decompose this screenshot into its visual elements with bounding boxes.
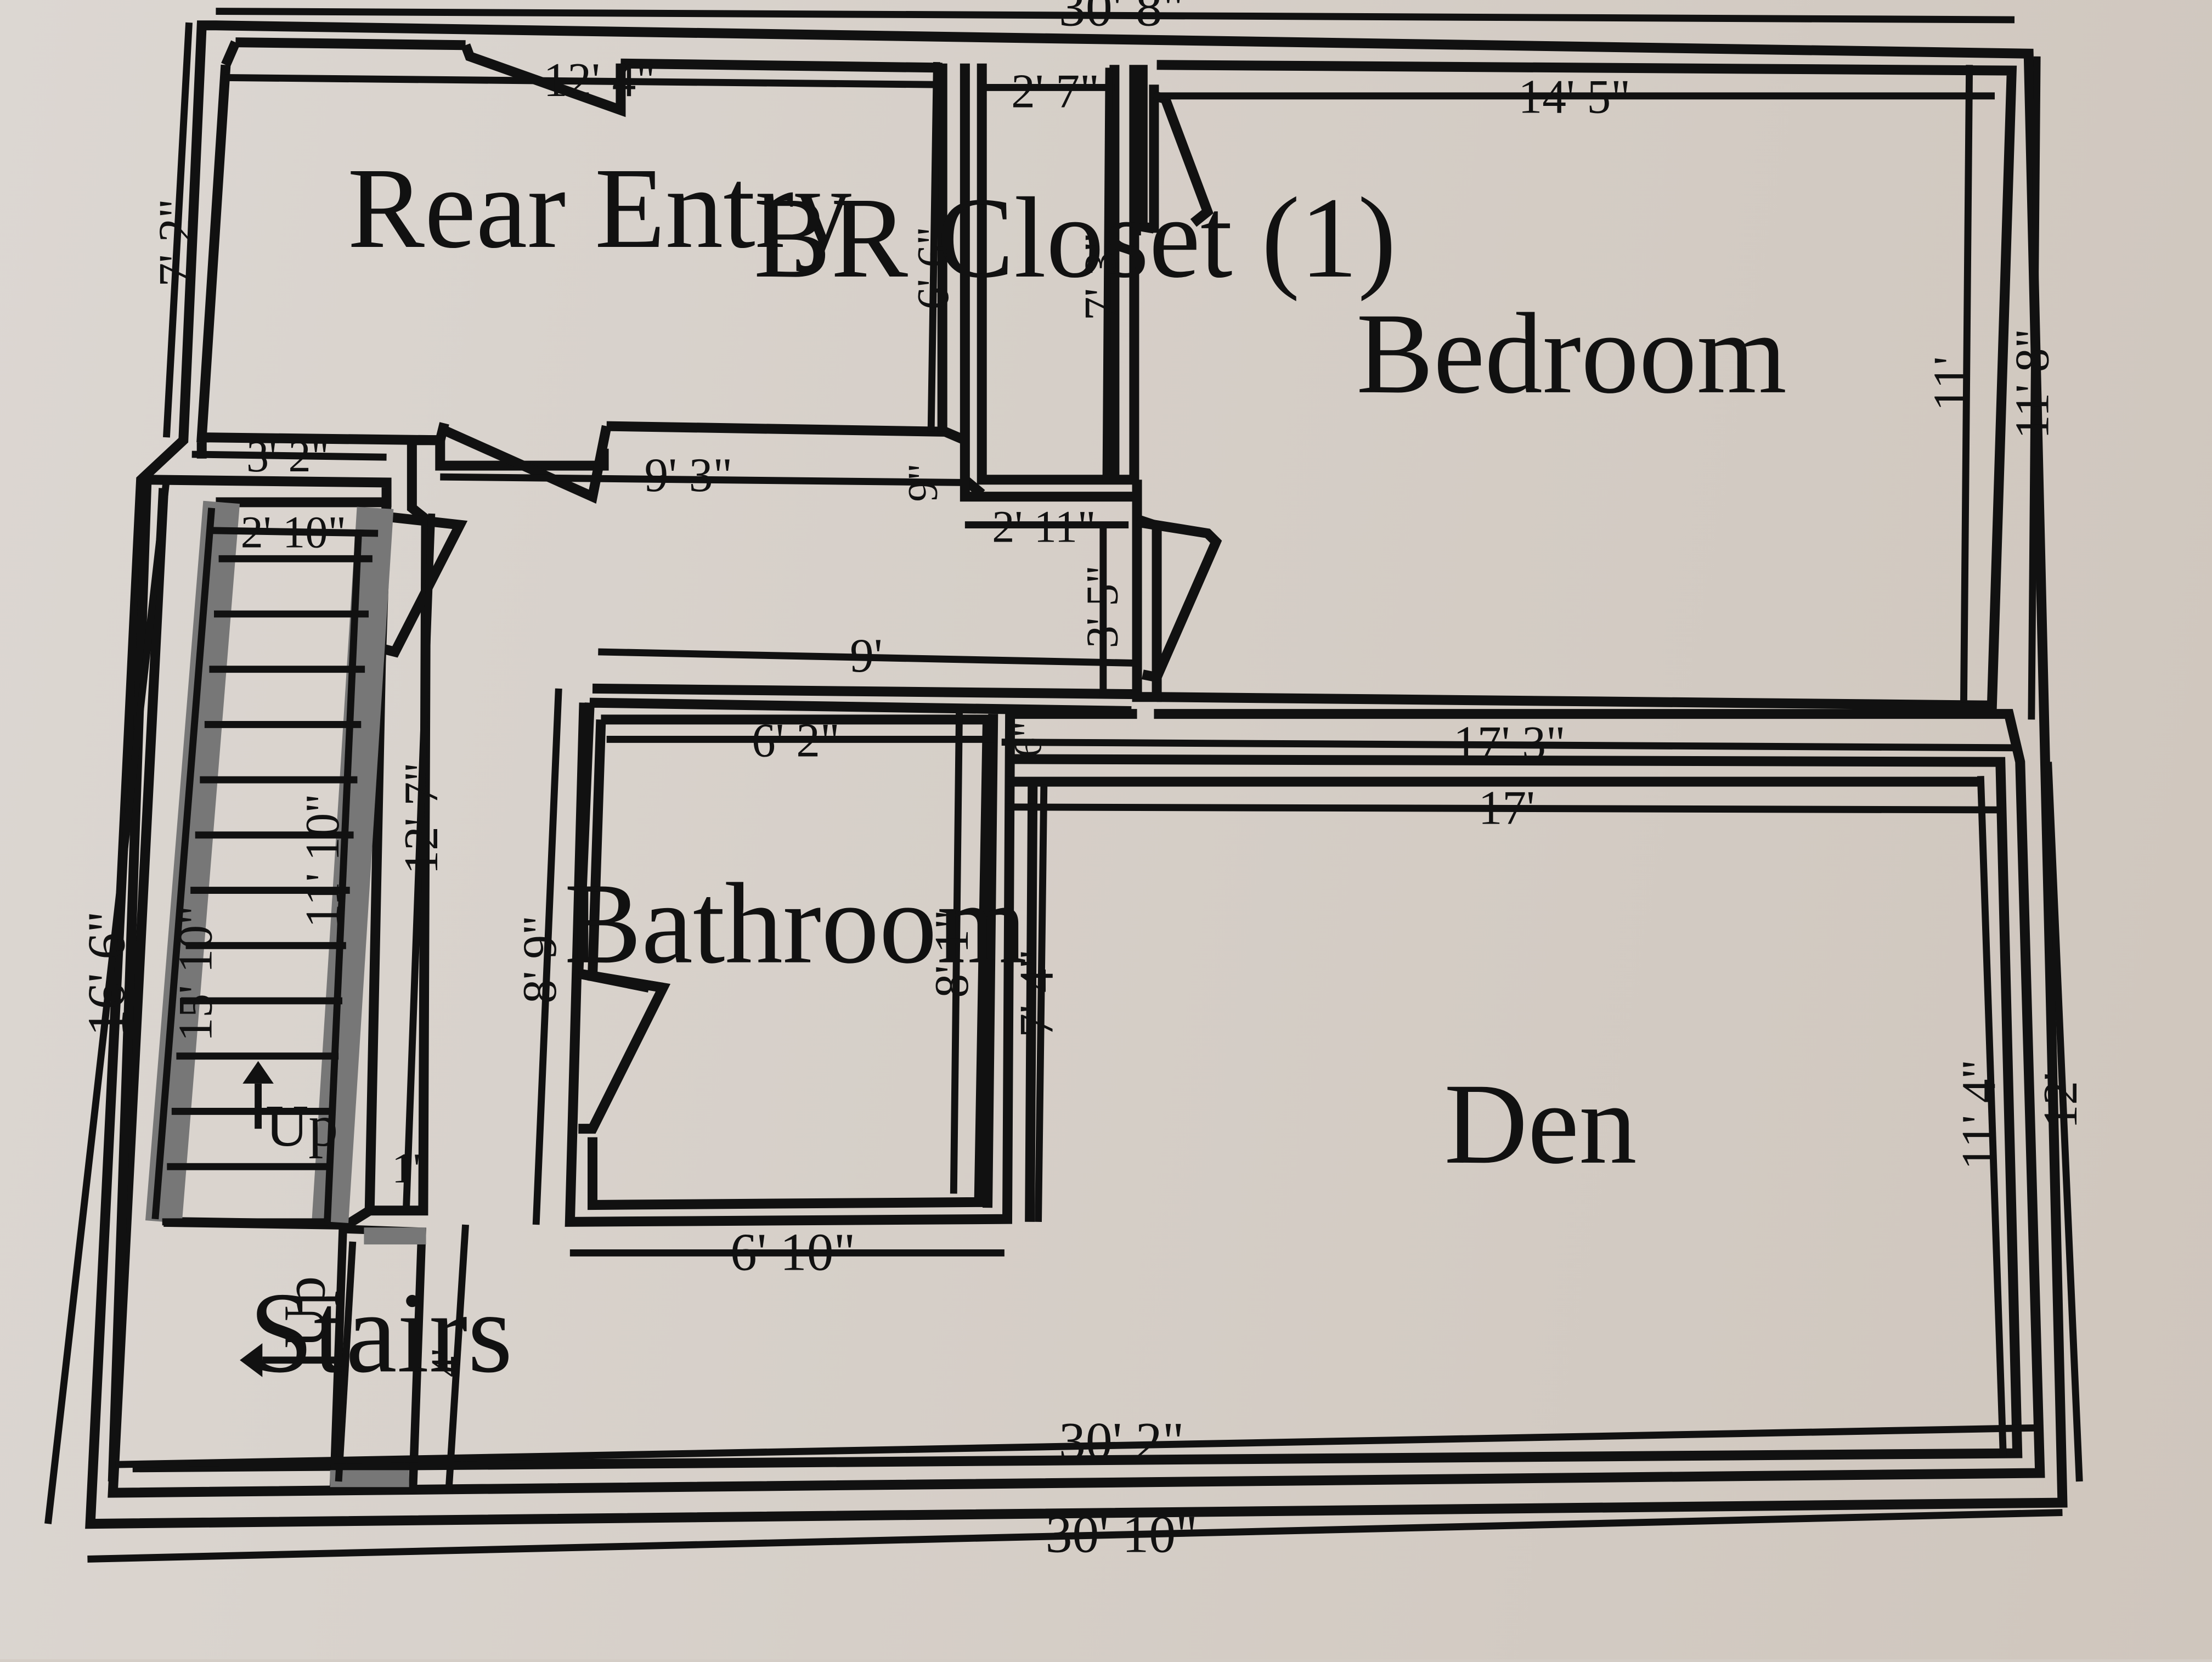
dim-stair-outer: 15' 10" (169, 905, 222, 1041)
label-up-upper: Up (266, 1094, 338, 1159)
closet-wall (977, 63, 1162, 702)
dim-closet-height: 7' 3" (1075, 233, 1128, 321)
dim-hall-door: 3' 5" (1077, 565, 1127, 648)
stair-enclosure (108, 435, 441, 1482)
dim-interior-bottom: 30' 2" (1059, 1412, 1184, 1471)
dim-line-den-outer-width (1001, 739, 2015, 752)
dim-bedroom-height: 11' (1924, 356, 1977, 411)
dim-line-den-left (1035, 784, 1048, 1222)
dim-hall-width: 9' 3" (645, 448, 733, 502)
up-arrow-upper-icon (242, 1061, 274, 1084)
dim-line-hall-side (403, 513, 436, 1208)
dim-bedroom-width: 14' 5" (1519, 70, 1630, 123)
dim-bathroom-outer-height: 8' 9" (513, 915, 566, 1004)
label-stairs: Stairs (249, 1268, 512, 1396)
stair-rail-right (312, 506, 394, 1223)
dim-den-wall-gap: 6" (1006, 722, 1050, 757)
stair-arrows (240, 1061, 339, 1377)
dim-line-lower-stair (445, 1224, 469, 1493)
dim-hall-side: 12' 7" (394, 762, 448, 874)
dim-bathroom-width: 6' 2" (752, 713, 840, 767)
bathroom-door (577, 968, 671, 1134)
dim-den-outer-width: 17' 3" (1453, 716, 1565, 769)
label-bathroom: Bathroom (565, 859, 1027, 988)
dim-stair-gap: 1' (392, 1145, 420, 1192)
dim-line-rear-entry-height (927, 62, 940, 432)
dim-line-stair-width (211, 527, 379, 537)
rear-entry-wall (196, 40, 967, 459)
dim-hall-length: 9' (850, 629, 882, 682)
dim-den-height: 11' 4" (1952, 1060, 2005, 1170)
lower-stair-divider (335, 1241, 357, 1482)
dim-rear-outer-height: 7' 2" (149, 199, 202, 287)
dim-den-width: 17' (1479, 781, 1535, 835)
dim-line-left-overall (44, 479, 170, 1524)
label-den: Den (1444, 1060, 1637, 1188)
dim-line-overall-top (216, 8, 2015, 24)
dim-line-rear-outer-height (163, 22, 193, 438)
stair-treads (162, 555, 373, 1226)
dim-lower-stair: 4' (422, 1349, 469, 1377)
label-rear-entry: Rear Entry (347, 144, 851, 272)
dim-overall-top: 30' 8" (1059, 0, 1184, 37)
hall-door (442, 425, 612, 504)
dim-bathroom-height: 8' 1" (925, 910, 978, 998)
dim-line-stair-run (324, 536, 362, 1222)
dim-line-bathroom-height (950, 711, 963, 1194)
den-wall (132, 754, 2023, 1473)
dim-line-stair-outer (151, 508, 216, 1220)
label-br-closet: BR Closet (1) (754, 173, 1396, 302)
dim-closet-bottom-wall: 9" (899, 463, 946, 502)
up-arrow-lower-icon (240, 1343, 263, 1377)
room-labels: Rear Entry BR Closet (1) Bedroom Bathroo… (249, 144, 1787, 1396)
dim-line-interior-bottom (115, 1424, 2038, 1468)
dimension-labels: 30' 8" 30' 10" 30' 2" 12' 4" 2' 7" 14' 5… (77, 0, 2087, 1564)
dim-line-bathroom-outer-height (532, 688, 562, 1225)
dim-line-den-outer-height (2045, 762, 2083, 1482)
label-bedroom: Bedroom (1356, 289, 1787, 418)
dim-line-hall-width (440, 473, 965, 486)
dim-line-den-width (1007, 803, 2001, 814)
dim-landing-width: 3' 2" (246, 431, 329, 481)
dim-closet-bottom-width: 2' 11" (992, 502, 1096, 551)
stairs (145, 500, 426, 1493)
dim-line-overall-bottom (87, 1509, 2063, 1563)
dim-line-bedroom-outer-height (2028, 56, 2041, 720)
dimension-lines (44, 8, 2083, 1563)
dim-stair-run: 11' 10" (296, 793, 349, 928)
outer-wall-inner (108, 37, 2045, 1498)
dim-line-den-height (1977, 776, 2007, 1456)
dim-rear-entry-width: 12' 4" (544, 53, 656, 106)
stair-rail-left (145, 500, 240, 1224)
dim-closet-width: 2' 7" (1011, 64, 1099, 117)
label-up-lower: Up (272, 1276, 337, 1348)
bedroom-door-lower (1136, 517, 1222, 683)
dim-line-landing-width (191, 450, 387, 461)
dim-overall-bottom: 30' 10" (1046, 1505, 1198, 1564)
dim-line-closet-height (1102, 67, 1113, 480)
dim-stair-width: 2' 10" (241, 508, 346, 557)
dim-den-left-wall: 7' 4" (1009, 949, 1063, 1038)
dim-bedroom-outer-height: 11' 8" (2006, 329, 2059, 439)
dim-rear-entry-height: 6' 6" (908, 227, 958, 309)
dim-left-overall: 16' 6" (77, 911, 136, 1036)
dim-den-outer-height: 12' (2034, 1072, 2087, 1129)
dim-line-hall-length (598, 648, 1137, 667)
dim-line-bedroom-height (1960, 65, 1973, 703)
dim-bathroom-outer-width: 6' 10" (730, 1222, 855, 1282)
dim-line-rear-entry-width (225, 74, 943, 88)
